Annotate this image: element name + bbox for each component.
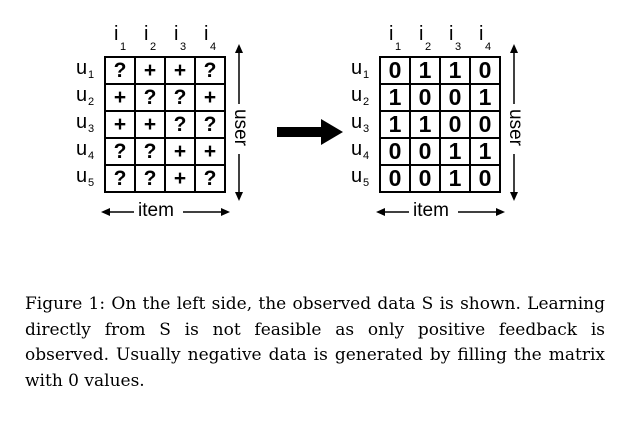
user-axis-label: user xyxy=(505,109,526,146)
user-label: u xyxy=(76,164,88,187)
matrix-cell: 0 xyxy=(471,58,501,85)
user-label-subscript: 4 xyxy=(363,149,370,162)
matrix-cell: 0 xyxy=(441,85,471,112)
matrix-cell: + xyxy=(106,112,136,139)
user-label: u xyxy=(76,83,88,106)
left-matrix-grid: ?++?+??+++????++??+? xyxy=(104,56,226,193)
matrix-cell: 0 xyxy=(381,58,411,85)
matrix-cell: 1 xyxy=(381,85,411,112)
matrix-cell: 0 xyxy=(411,139,441,166)
matrix-cell: + xyxy=(166,58,196,85)
matrix-cell: ? xyxy=(106,139,136,166)
item-label: i xyxy=(144,23,149,45)
filled-data-matrix xyxy=(0,0,1,1)
item-axis-label: item xyxy=(138,200,174,221)
user-label-subscript: 3 xyxy=(88,122,95,135)
user-label: u xyxy=(351,164,363,187)
user-label-subscript: 5 xyxy=(88,176,95,189)
matrix-cell: 1 xyxy=(411,112,441,139)
matrix-cell: 1 xyxy=(441,58,471,85)
item-label-subscript: 4 xyxy=(210,41,217,53)
user-label-subscript: 2 xyxy=(363,95,370,108)
matrix-cell: 1 xyxy=(441,166,471,193)
item-label-subscript: 2 xyxy=(150,41,157,53)
matrix-cell: + xyxy=(106,85,136,112)
matrix-cell: ? xyxy=(166,85,196,112)
matrix-cell: ? xyxy=(166,112,196,139)
transform-arrow-icon xyxy=(277,119,343,145)
item-label-subscript: 4 xyxy=(485,41,492,53)
user-axis-label: user xyxy=(230,109,251,146)
user-label-subscript: 4 xyxy=(88,149,95,162)
matrix-cell: 0 xyxy=(411,85,441,112)
matrix-cell: + xyxy=(136,112,166,139)
item-label-subscript: 3 xyxy=(455,41,462,53)
matrix-cell: 1 xyxy=(381,112,411,139)
user-axis-arrows xyxy=(510,44,518,201)
user-label-subscript: 1 xyxy=(88,68,95,81)
item-label-subscript: 2 xyxy=(425,41,432,53)
user-label: u xyxy=(76,56,88,79)
item-label-subscript: 1 xyxy=(120,41,127,53)
item-label: i xyxy=(479,23,484,45)
user-label: u xyxy=(351,110,363,133)
item-label-subscript: 1 xyxy=(395,41,402,53)
item-label: i xyxy=(174,23,179,45)
user-label-subscript: 2 xyxy=(88,95,95,108)
item-axis-arrows xyxy=(101,208,230,216)
matrix-cell: + xyxy=(166,139,196,166)
matrix-cell: + xyxy=(196,85,226,112)
figure-caption: Figure 1: On the left side, the observed… xyxy=(25,294,605,391)
user-label: u xyxy=(76,110,88,133)
matrix-cell: 0 xyxy=(471,166,501,193)
item-label: i xyxy=(114,23,119,45)
user-label: u xyxy=(76,137,88,160)
matrix-cell: + xyxy=(166,166,196,193)
item-label: i xyxy=(204,23,209,45)
matrix-cell: 0 xyxy=(411,166,441,193)
matrix-cell: + xyxy=(196,139,226,166)
matrix-cell: 1 xyxy=(441,139,471,166)
user-axis-arrows xyxy=(235,44,243,201)
matrix-cell: ? xyxy=(196,166,226,193)
matrix-cell: ? xyxy=(196,112,226,139)
matrix-cell: 1 xyxy=(411,58,441,85)
item-label: i xyxy=(449,23,454,45)
item-axis-label: item xyxy=(413,200,449,221)
user-label-subscript: 5 xyxy=(363,176,370,189)
matrix-cell: 1 xyxy=(471,139,501,166)
user-label-subscript: 1 xyxy=(363,68,370,81)
matrix-cell: 0 xyxy=(381,166,411,193)
matrix-cell: ? xyxy=(136,166,166,193)
matrix-cell: 0 xyxy=(381,139,411,166)
item-label-subscript: 3 xyxy=(180,41,187,53)
matrix-cell: ? xyxy=(106,166,136,193)
matrix-cell: + xyxy=(136,58,166,85)
user-label: u xyxy=(351,56,363,79)
matrix-cell: 0 xyxy=(441,112,471,139)
item-axis-arrows xyxy=(376,208,505,216)
matrix-cell: ? xyxy=(136,139,166,166)
user-label: u xyxy=(351,83,363,106)
item-label: i xyxy=(419,23,424,45)
user-label: u xyxy=(351,137,363,160)
matrix-cell: ? xyxy=(106,58,136,85)
matrix-cell: ? xyxy=(196,58,226,85)
matrix-cell: ? xyxy=(136,85,166,112)
user-label-subscript: 3 xyxy=(363,122,370,135)
matrix-cell: 0 xyxy=(471,112,501,139)
matrix-cell: 1 xyxy=(471,85,501,112)
item-label: i xyxy=(389,23,394,45)
